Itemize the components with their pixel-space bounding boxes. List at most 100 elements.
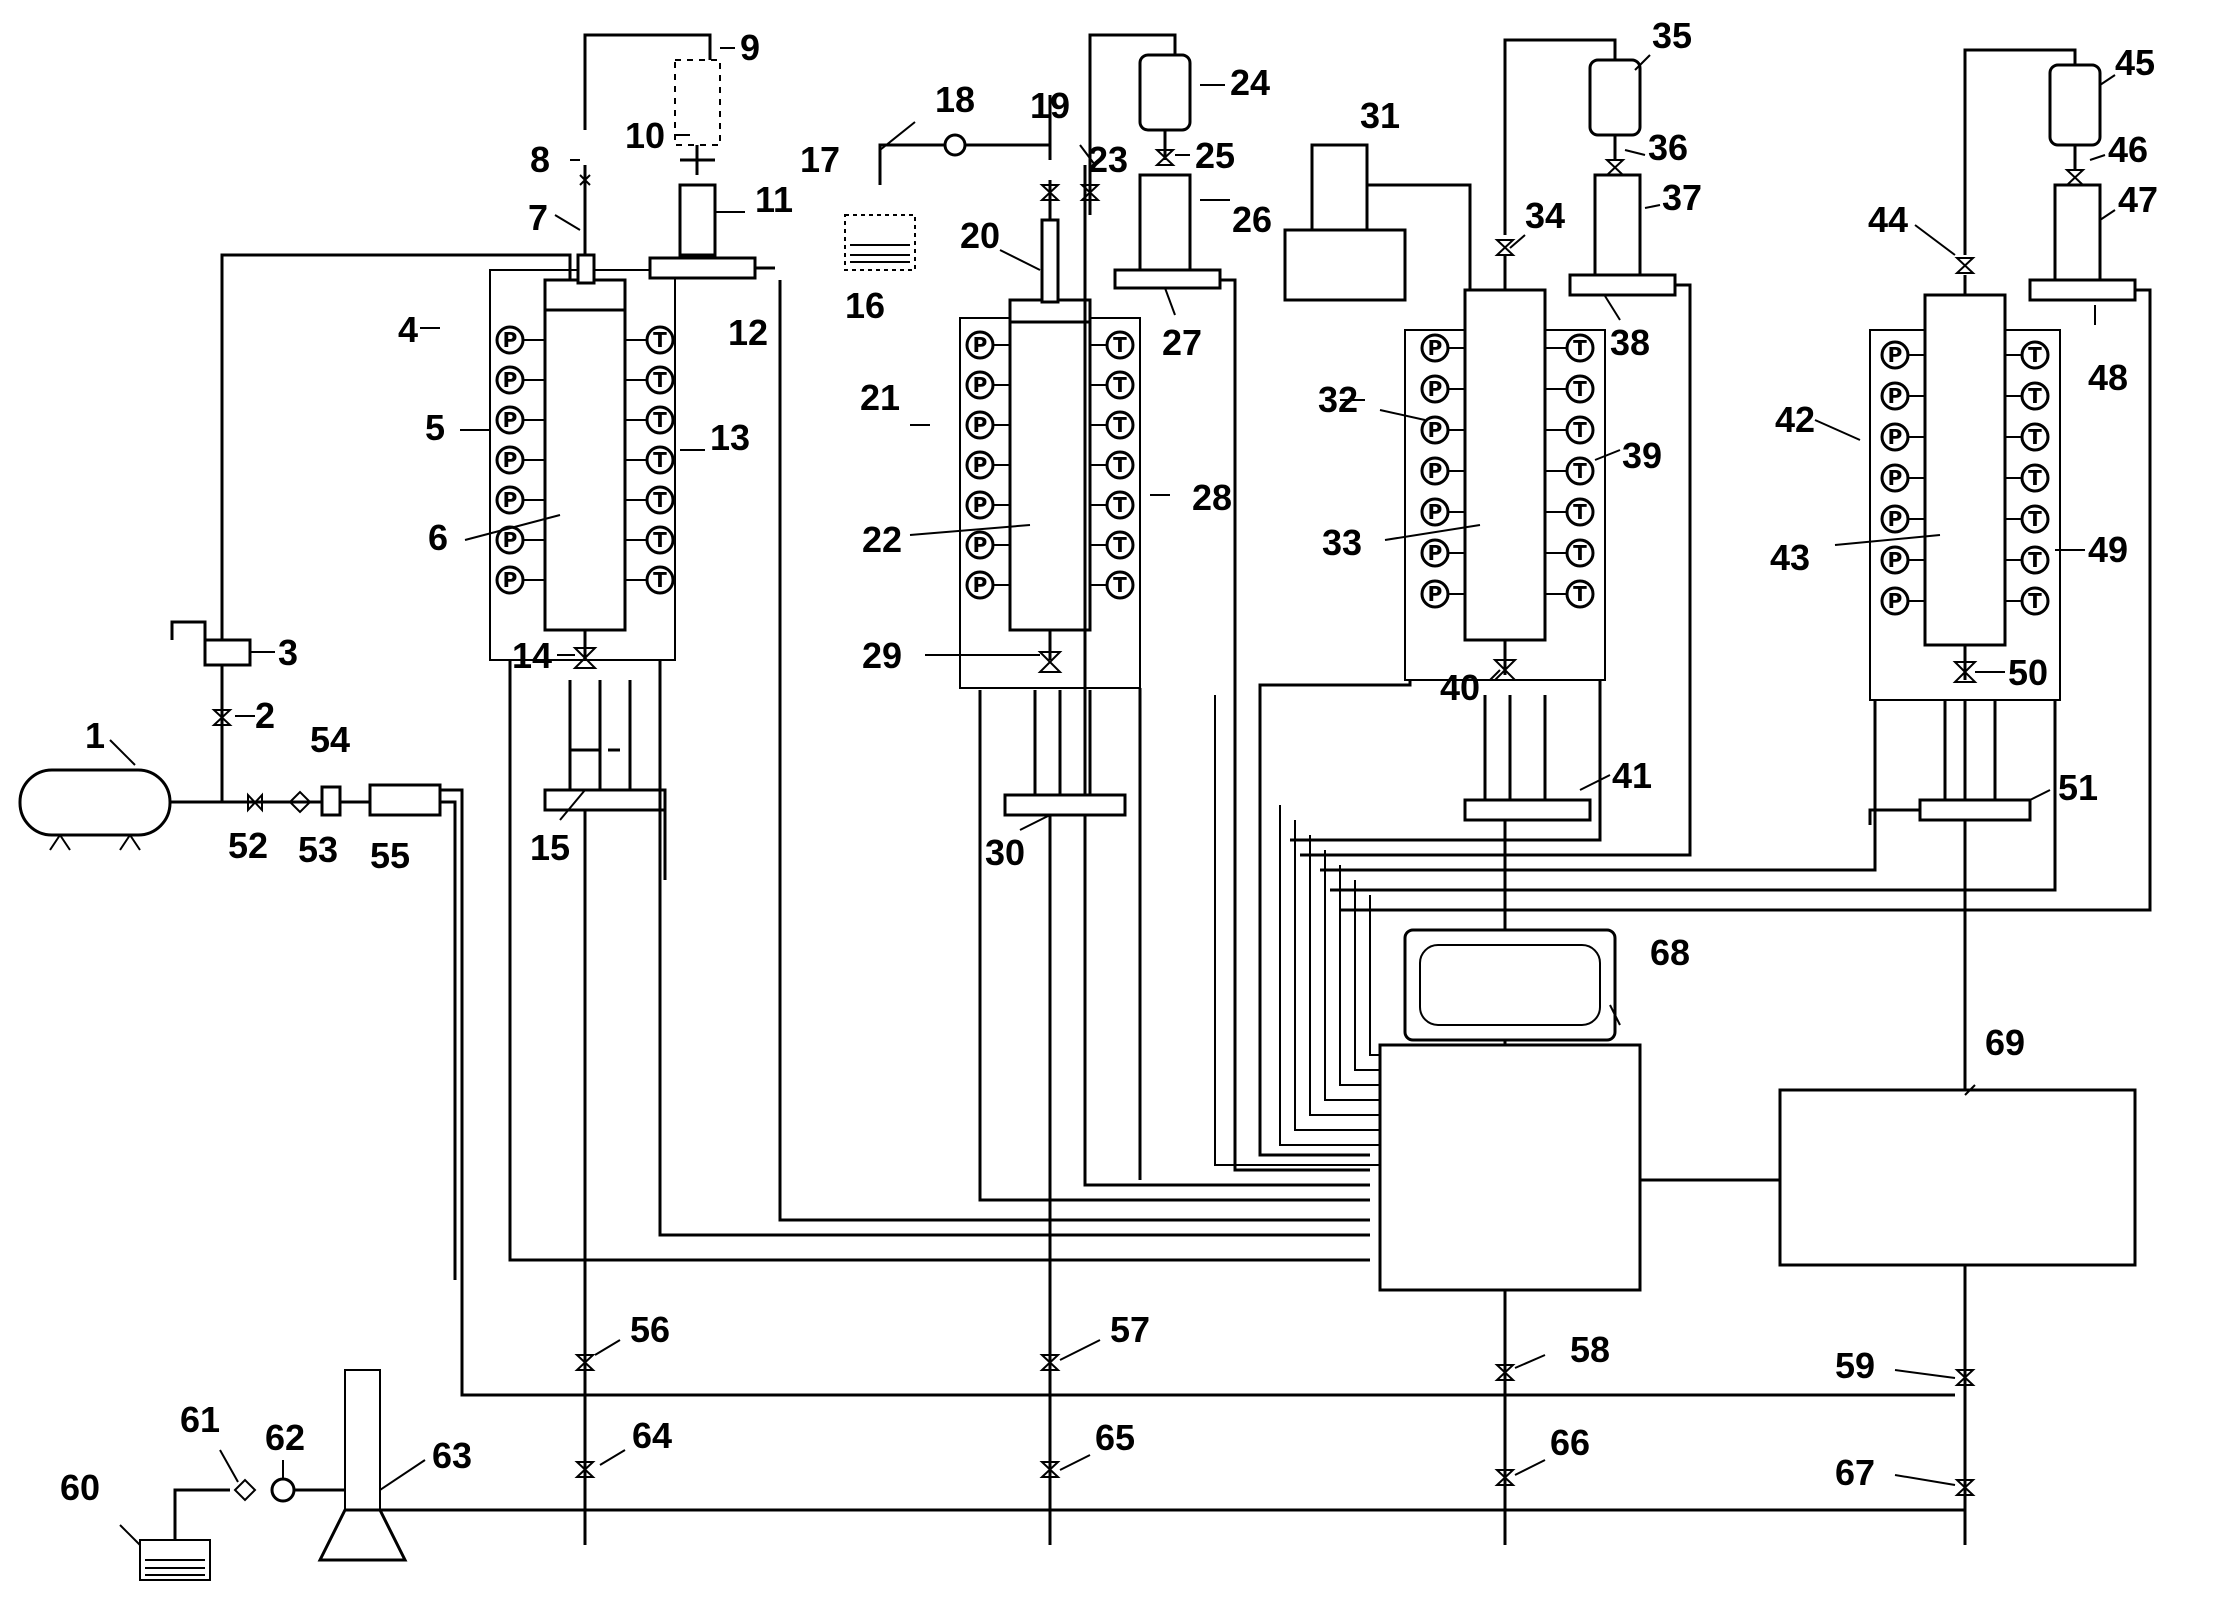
signal-bundle [1214,695,1380,1166]
label-3: 3 [278,632,298,673]
temperature-gauge-letter: T [653,528,667,552]
pressure-gauge-letter: P [1888,466,1903,490]
temperature-gauge-letter: T [1113,453,1127,477]
pressure-gauge-letter: P [973,533,988,557]
pump-18 [943,133,967,157]
temperature-gauge-icon [2020,422,2050,452]
label-10: 10 [625,115,665,156]
label-29: 29 [862,635,902,676]
leader-lines [109,47,2116,1546]
pressure-gauge-icon [965,330,995,360]
label-40: 40 [1440,667,1480,708]
label-31: 31 [1360,95,1400,136]
label-42: 42 [1775,399,1815,440]
label-13: 13 [710,417,750,458]
valve-52 [247,792,263,813]
pressure-gauge-icon [1880,545,1910,575]
column-4 [1320,48,2152,1545]
valve-19 [1039,184,1061,201]
temperature-gauge-letter: T [653,568,667,592]
pressure-gauge-letter: P [1428,336,1443,360]
pressure-gauge-letter: P [1428,582,1443,606]
temperature-gauge-icon [1565,374,1595,404]
pressure-gauge-icon [1420,374,1450,404]
label-44: 44 [1868,199,1908,240]
temperature-gauge-letter: T [2028,384,2042,408]
label-32: 32 [1318,379,1358,420]
temperature-gauge-icon [1565,333,1595,363]
pressure-gauge-icon [495,445,525,475]
label-14: 14 [512,635,552,676]
component-54 [320,785,342,817]
pressure-gauge-letter: P [503,368,518,392]
pressure-gauge-icon [1880,586,1910,616]
label-27: 27 [1162,322,1202,363]
label-51: 51 [2058,767,2098,808]
label-61: 61 [180,1399,220,1440]
pressure-gauge-letter: P [973,413,988,437]
label-11: 11 [755,179,793,220]
temperature-gauge-icon [2020,586,2050,616]
temperature-gauge-icon [2020,463,2050,493]
label-56: 56 [630,1309,670,1350]
pressure-gauge-icon [495,405,525,435]
label-37: 37 [1662,177,1702,218]
pressure-gauge-letter: P [1888,343,1903,367]
temperature-gauge-letter: T [2028,466,2042,490]
label-30: 30 [985,832,1025,873]
label-34: 34 [1525,195,1565,236]
temperature-gauge-icon [2020,381,2050,411]
pressure-gauge-icon [965,490,995,520]
temperature-gauge-icon [1105,370,1135,400]
label-4: 4 [398,309,418,350]
temperature-gauge-icon [645,405,675,435]
regulator-3 [203,638,252,667]
pressure-gauge-icon [965,410,995,440]
temperature-gauge-icon [1105,570,1135,600]
label-46: 46 [2108,129,2148,170]
label-47: 47 [2118,179,2158,220]
temperature-gauge-letter: T [1573,582,1587,606]
valve-29 [1037,651,1063,673]
valve-44 [1954,257,1976,274]
pressure-gauge-letter: P [1888,589,1903,613]
label-7: 7 [528,197,548,238]
valve-34 [1494,239,1516,256]
label-59: 59 [1835,1345,1875,1386]
label-24: 24 [1230,62,1270,103]
label-54: 54 [310,719,350,760]
pressure-gauge-icon [1420,579,1450,609]
pressure-gauge-icon [495,365,525,395]
valve-57 [1039,1354,1061,1371]
label-16: 16 [845,285,885,326]
pressure-gauge-icon [1880,422,1910,452]
valve-59 [1954,1369,1976,1386]
pressure-gauge-icon [495,525,525,555]
label-41: 41 [1612,755,1652,796]
label-50: 50 [2008,652,2048,693]
pressure-gauge-icon [965,530,995,560]
label-8: 8 [530,139,550,180]
pressure-gauge-letter: P [1888,384,1903,408]
label-55: 55 [370,835,410,876]
temperature-gauge-icon [1565,497,1595,527]
temperature-gauge-icon [645,325,675,355]
temperature-gauge-letter: T [653,448,667,472]
temperature-gauge-letter: T [1113,333,1127,357]
temperature-gauge-icon [1105,330,1135,360]
label-58: 58 [1570,1329,1610,1370]
label-33: 33 [1322,522,1362,563]
controller-68 [1378,928,1780,1292]
valve-8 [579,174,591,186]
pressure-gauge-letter: P [503,528,518,552]
label-52: 52 [228,825,268,866]
pressure-gauge-icon [495,325,525,355]
pressure-gauge-icon [1420,497,1450,527]
label-19: 19 [1030,85,1070,126]
temperature-gauge-letter: T [653,408,667,432]
label-26: 26 [1232,199,1272,240]
valve-14 [572,647,598,669]
